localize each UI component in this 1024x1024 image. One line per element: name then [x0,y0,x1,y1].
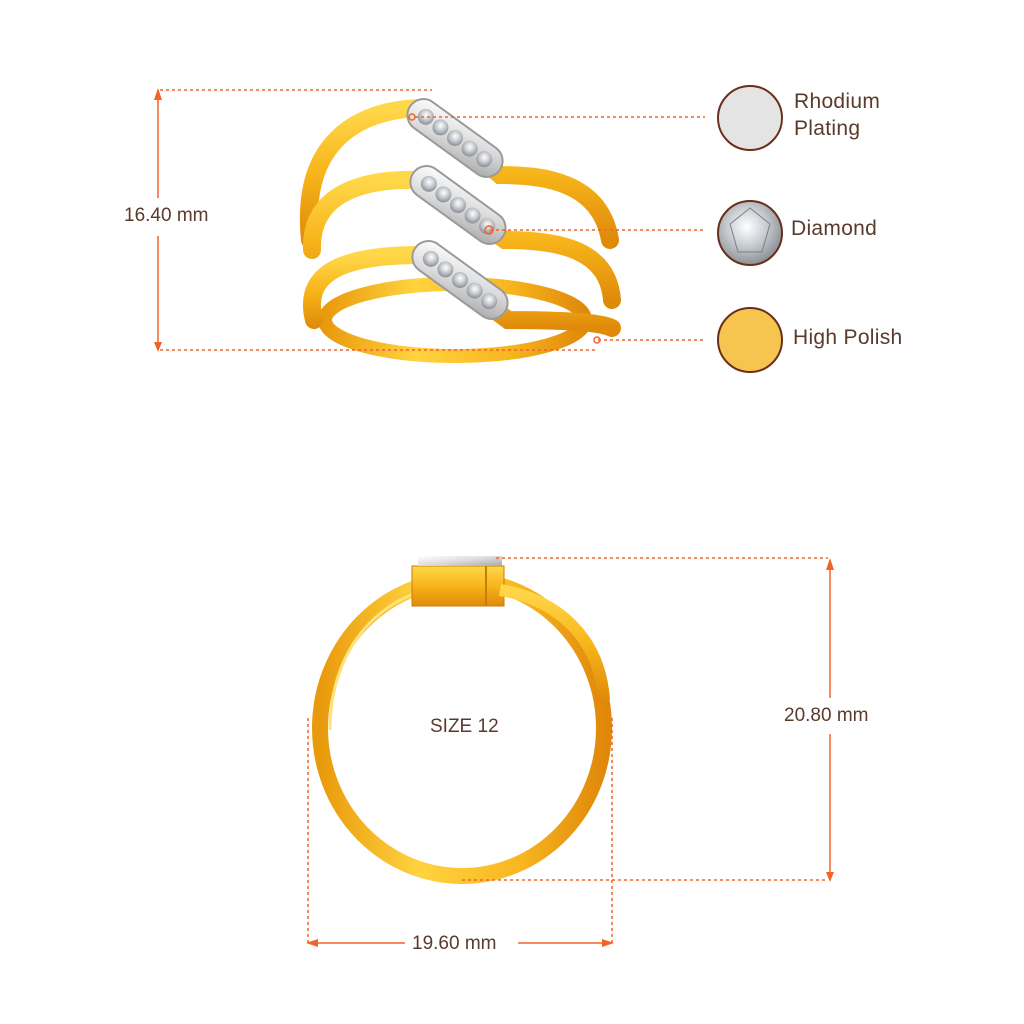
legend-leaders [408,113,705,344]
height-dimension-top [154,88,598,352]
rhodium-swatch-icon [717,85,783,151]
legend-rhodium-line1: Rhodium [794,90,881,113]
diamond-bar [406,98,504,178]
height-label-top: 16.40 mm [124,205,209,226]
ring-top-view [299,98,621,363]
gold-swatch-icon [717,307,783,373]
legend-swatches [717,85,783,373]
ring-front-view [312,556,612,884]
ring-front-inner-edge [328,583,463,731]
height-label-front: 20.80 mm [784,705,869,726]
diamond-bar [409,165,507,245]
legend-rhodium-line2: Plating [794,117,861,140]
height-dimension-front [462,557,834,882]
diamond-swatch-icon [717,200,783,266]
diamond-bar [411,240,509,320]
ring-front-setting [411,565,505,607]
width-dimension-front [306,718,614,947]
diamond-facet-icon [729,207,771,253]
legend-polish-label: High Polish [793,326,903,349]
width-label-front: 19.60 mm [412,933,497,954]
legend-diamond-label: Diamond [791,217,878,240]
ring-size-label: SIZE 12 [430,716,499,737]
